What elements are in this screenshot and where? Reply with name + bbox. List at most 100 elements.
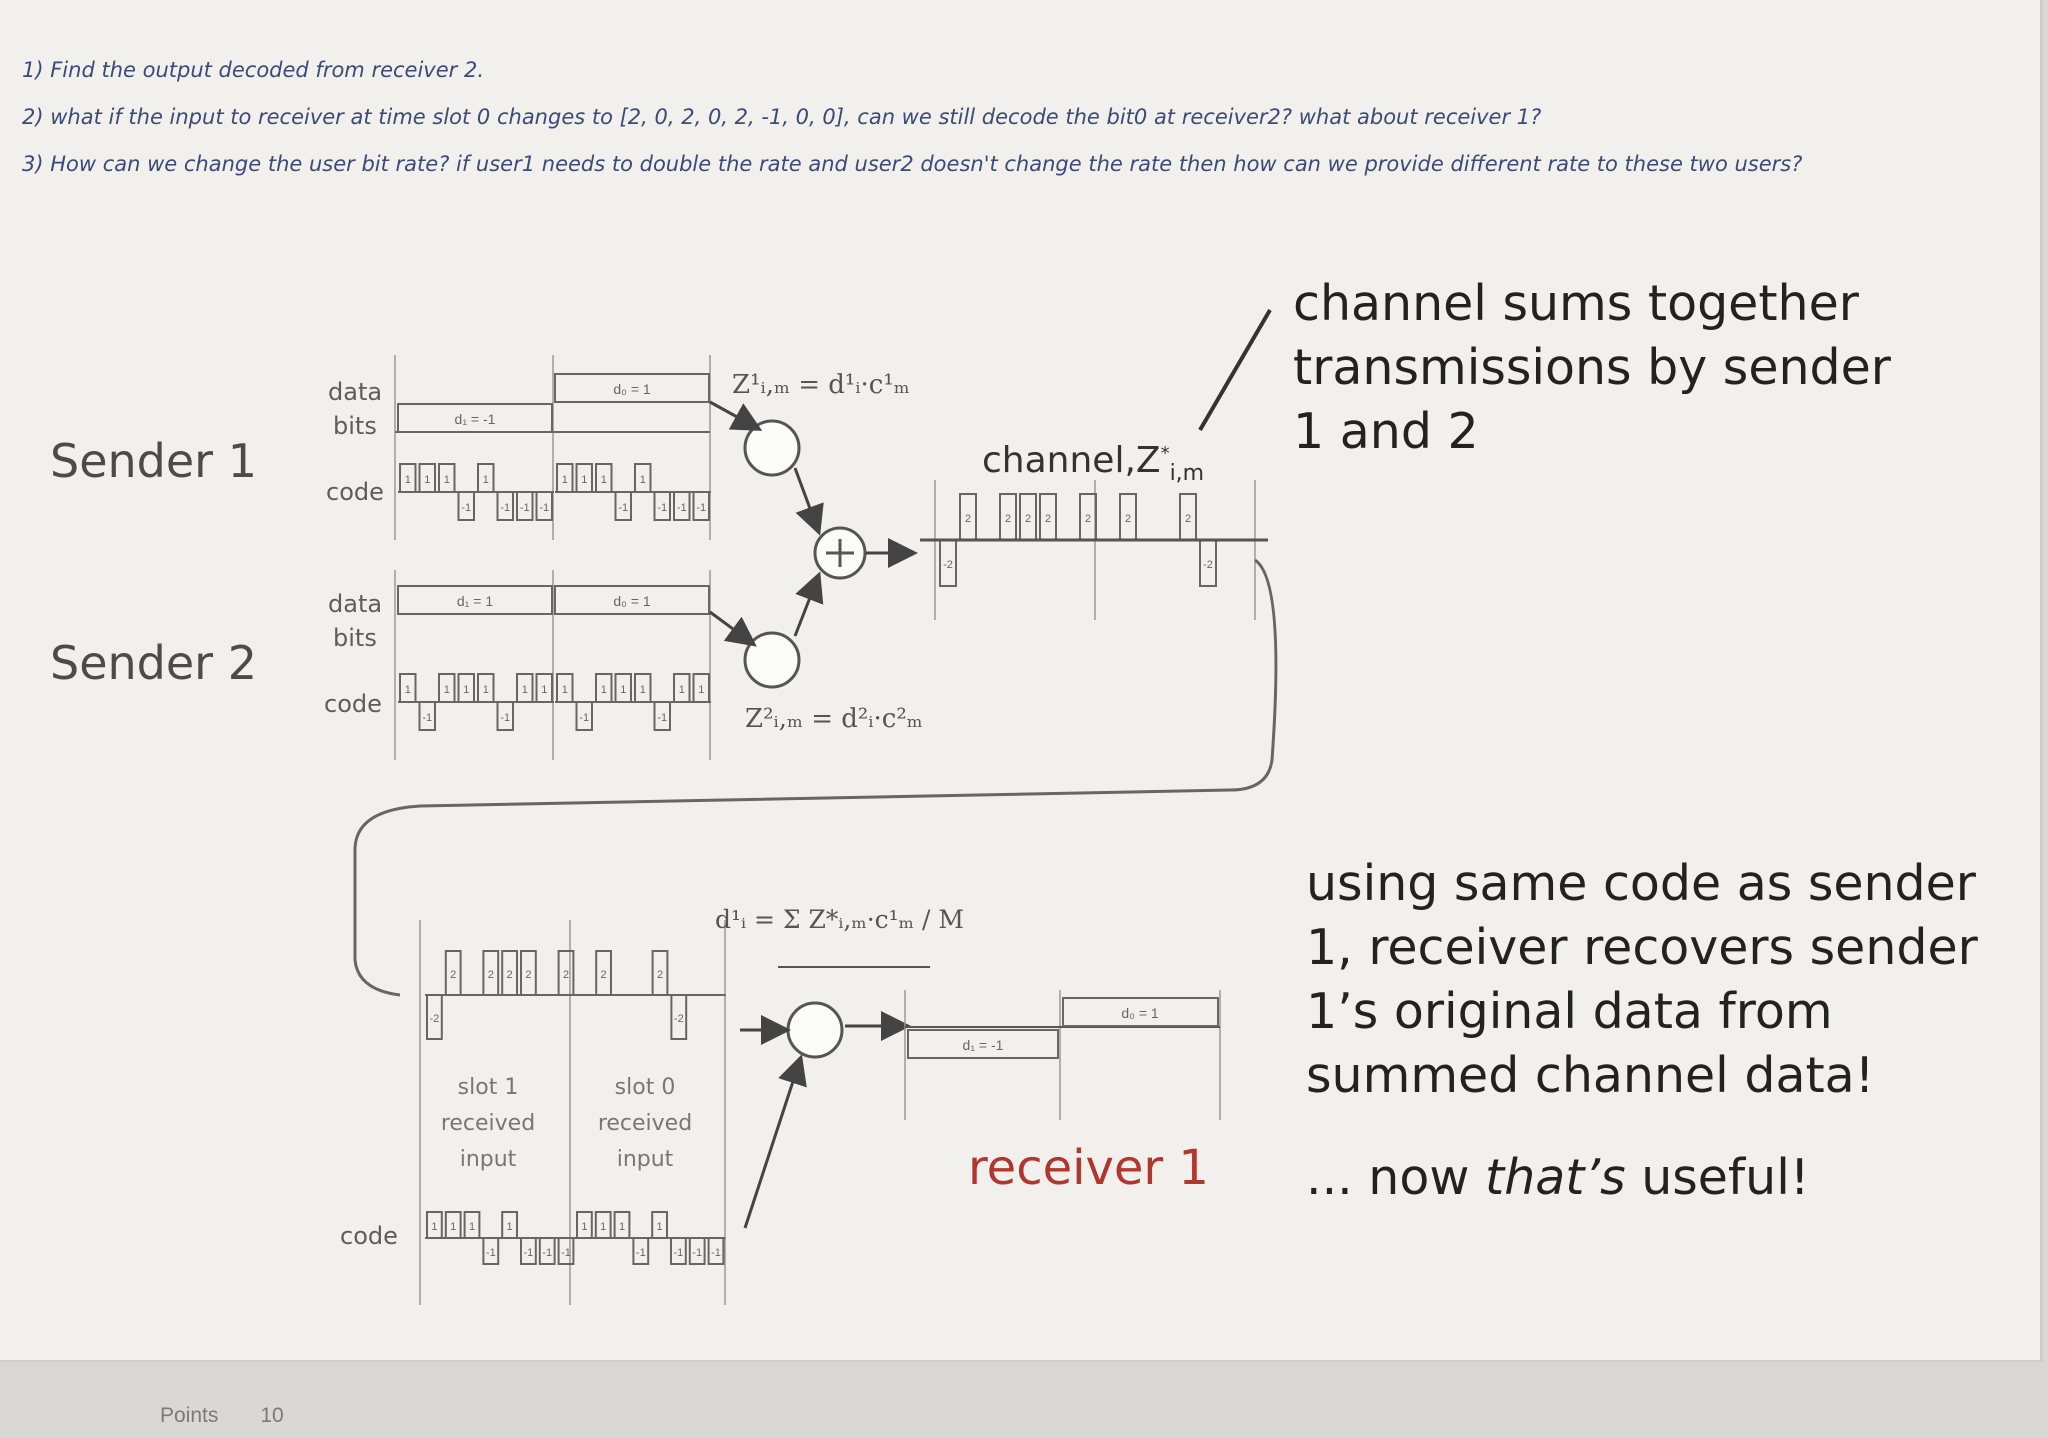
channel-note-line-2: transmissions by sender (1293, 339, 1891, 396)
receiver-input-chip-label-13: -2 (674, 1013, 684, 1025)
sender1-code-slot0-chip-label-4: 1 (640, 474, 646, 486)
receiver-input-chip-label-12: 2 (657, 969, 663, 981)
receiver-code-slot1-chip-label-1: 1 (450, 1221, 456, 1233)
sender2-equation: Z²ᵢ,ₘ = d²ᵢ·c²ₘ (745, 704, 923, 734)
slot1-label-line-1: slot 1 (457, 1075, 519, 1100)
receiver-note: using same code as sender 1, receiver re… (1306, 852, 1978, 1108)
receiver-input-chip-label-0: -2 (430, 1013, 440, 1025)
channel-label-main: channel,Z (982, 440, 1161, 481)
sender2-bit1-box (397, 585, 553, 615)
channel-label-sup: * (1160, 443, 1170, 464)
question-card (0, 0, 2043, 1362)
sender2-code-slot0-chip-label-6: 1 (679, 684, 685, 696)
channel-chip-label-13: -2 (1203, 559, 1213, 571)
receiver-bit1-box (907, 1029, 1059, 1059)
sender2-bits-label: bits (333, 624, 377, 652)
channel-chip-label-7: 2 (1085, 513, 1091, 525)
receiver-code-slot0-chip-label-3: -1 (636, 1247, 646, 1259)
receiver-bit1-label: d₁ = -1 (963, 1037, 1004, 1053)
sender1-code-slot0-chip-label-5: -1 (657, 502, 667, 514)
sender2-code-slot0-chip-label-4: 1 (640, 684, 646, 696)
receiver-code-label: code (340, 1222, 398, 1250)
sender2-code-slot0-chip-label-0: 1 (562, 684, 568, 696)
receiver-bit0-label: d₀ = 1 (1121, 1005, 1159, 1021)
channel-chip-label-12: 2 (1185, 513, 1191, 525)
channel-note-pointer (1198, 308, 1272, 432)
sender2-code-slot1-chip-label-4: 1 (483, 684, 489, 696)
sender2-data-label: data (328, 590, 383, 618)
sender1-code-slot0-chip-label-7: -1 (696, 502, 706, 514)
receiver-note-line-2: 1, receiver recovers sender (1306, 919, 1978, 976)
sender1-code-slot1-chip-label-6: -1 (520, 502, 530, 514)
sender1-code-label: code (326, 478, 384, 506)
receiver-note-line-3: 1’s original data from (1306, 983, 1833, 1040)
sender1-code-slot0-chip-label-0: 1 (562, 474, 568, 486)
useful-note: ... now that’s useful! (1306, 1146, 1810, 1210)
receiver-input-chip-label-3: 2 (488, 969, 494, 981)
sender1-code-slot1-chip-label-5: -1 (500, 502, 510, 514)
receiver-code-slot1-chip-label-5: -1 (524, 1247, 534, 1259)
channel-chip-label-9: 2 (1125, 513, 1131, 525)
arrow-code-to-decoder (743, 1054, 807, 1229)
sender2-code-slot1-chip-label-2: 1 (444, 684, 450, 696)
receiver-bit0-box (1062, 997, 1219, 1027)
sender1-multiplier-circle (743, 419, 801, 477)
sender2-code-slot1-chip-label-1: -1 (422, 712, 432, 724)
points-label: Points (160, 1404, 219, 1427)
question-2: 2) what if the input to receiver at time… (22, 105, 1542, 129)
sender1-code-slot0-chip-label-2: 1 (601, 474, 607, 486)
receiver-input-chip-label-7: 2 (563, 969, 569, 981)
channel-note-line-3: 1 and 2 (1293, 403, 1479, 460)
sender1-bit1-label: d₁ = -1 (455, 411, 496, 427)
receiver-input-chip-label-4: 2 (507, 969, 513, 981)
channel-label-sub: i,m (1169, 461, 1205, 487)
channel-chip-label-0: -2 (943, 559, 953, 571)
sender1-code-slot0-chip-label-6: -1 (677, 502, 687, 514)
points-value: 10 (260, 1404, 284, 1427)
useful-italic: that’s (1485, 1149, 1626, 1206)
useful-suffix: useful! (1625, 1149, 1810, 1206)
receiver-input-chip-label-5: 2 (525, 969, 531, 981)
sender2-bit0-box (554, 585, 710, 615)
sender2-bit0-label: d₀ = 1 (613, 593, 651, 609)
sender1-code-slot1-chip-label-2: 1 (444, 474, 450, 486)
sender2-bit1-label: d₁ = 1 (457, 593, 493, 609)
channel-to-receiver-path (353, 558, 1278, 997)
slot0-label-line-1: slot 0 (614, 1075, 676, 1100)
arrow-s1-mult-to-adder (793, 467, 824, 536)
sender1-code-slot0-chip-label-3: -1 (618, 502, 628, 514)
sender1-code-slot1-chip-label-0: 1 (405, 474, 411, 486)
arrow-s1-data-to-mult (709, 400, 763, 431)
sender2-code-slot0-chip-label-3: 1 (620, 684, 626, 696)
sender2-code-slot1-chip-label-6: 1 (522, 684, 528, 696)
points-footer: Points 10 (160, 1404, 326, 1428)
sender2-code-slot1-chip-label-5: -1 (500, 712, 510, 724)
receiver-code-slot1-chip-label-3: -1 (486, 1247, 496, 1259)
useful-prefix: ... now (1306, 1149, 1485, 1206)
sender2-code-slot1-chip-label-0: 1 (405, 684, 411, 696)
sender2-code-slot1-chip-label-7: 1 (541, 684, 547, 696)
sender1-data-label: data (328, 378, 383, 406)
sender2-code-slot0-chip-label-1: -1 (579, 712, 589, 724)
slot0-label-line-2: received (597, 1111, 693, 1136)
receiver-code-slot0-chip-label-6: -1 (692, 1247, 702, 1259)
receiver-input-chip-label-9: 2 (601, 969, 607, 981)
sender2-code-slot0-chip-label-2: 1 (601, 684, 607, 696)
channel-note-line-1: channel sums together (1293, 275, 1859, 332)
receiver-code-slot1-chip-label-6: -1 (542, 1247, 552, 1259)
channel-label: channel,Z*i,m (982, 422, 1204, 506)
sender1-code-slot0-chip-label-1: 1 (581, 474, 587, 486)
sender1-code-slot1-chip-label-3: -1 (461, 502, 471, 514)
channel-chip-label-1: 2 (965, 513, 971, 525)
receiver-code-slot1-chip-label-4: 1 (507, 1221, 513, 1233)
slot1-label-line-2: received (440, 1111, 536, 1136)
decode-equation: d¹ᵢ = Σ Z*ᵢ,ₘ·c¹ₘ / M (715, 905, 964, 934)
receiver-note-line-1: using same code as sender (1306, 855, 1976, 912)
channel-chip-label-5: 2 (1045, 513, 1051, 525)
sender2-code-slot0-chip-label-5: -1 (657, 712, 667, 724)
receiver-code-slot0-chip-label-5: -1 (674, 1247, 684, 1259)
slot1-label: slot 1 received input (428, 1070, 548, 1178)
slot0-label-line-3: input (616, 1147, 674, 1172)
sender2-code-slot0-chip-label-7: 1 (698, 684, 704, 696)
